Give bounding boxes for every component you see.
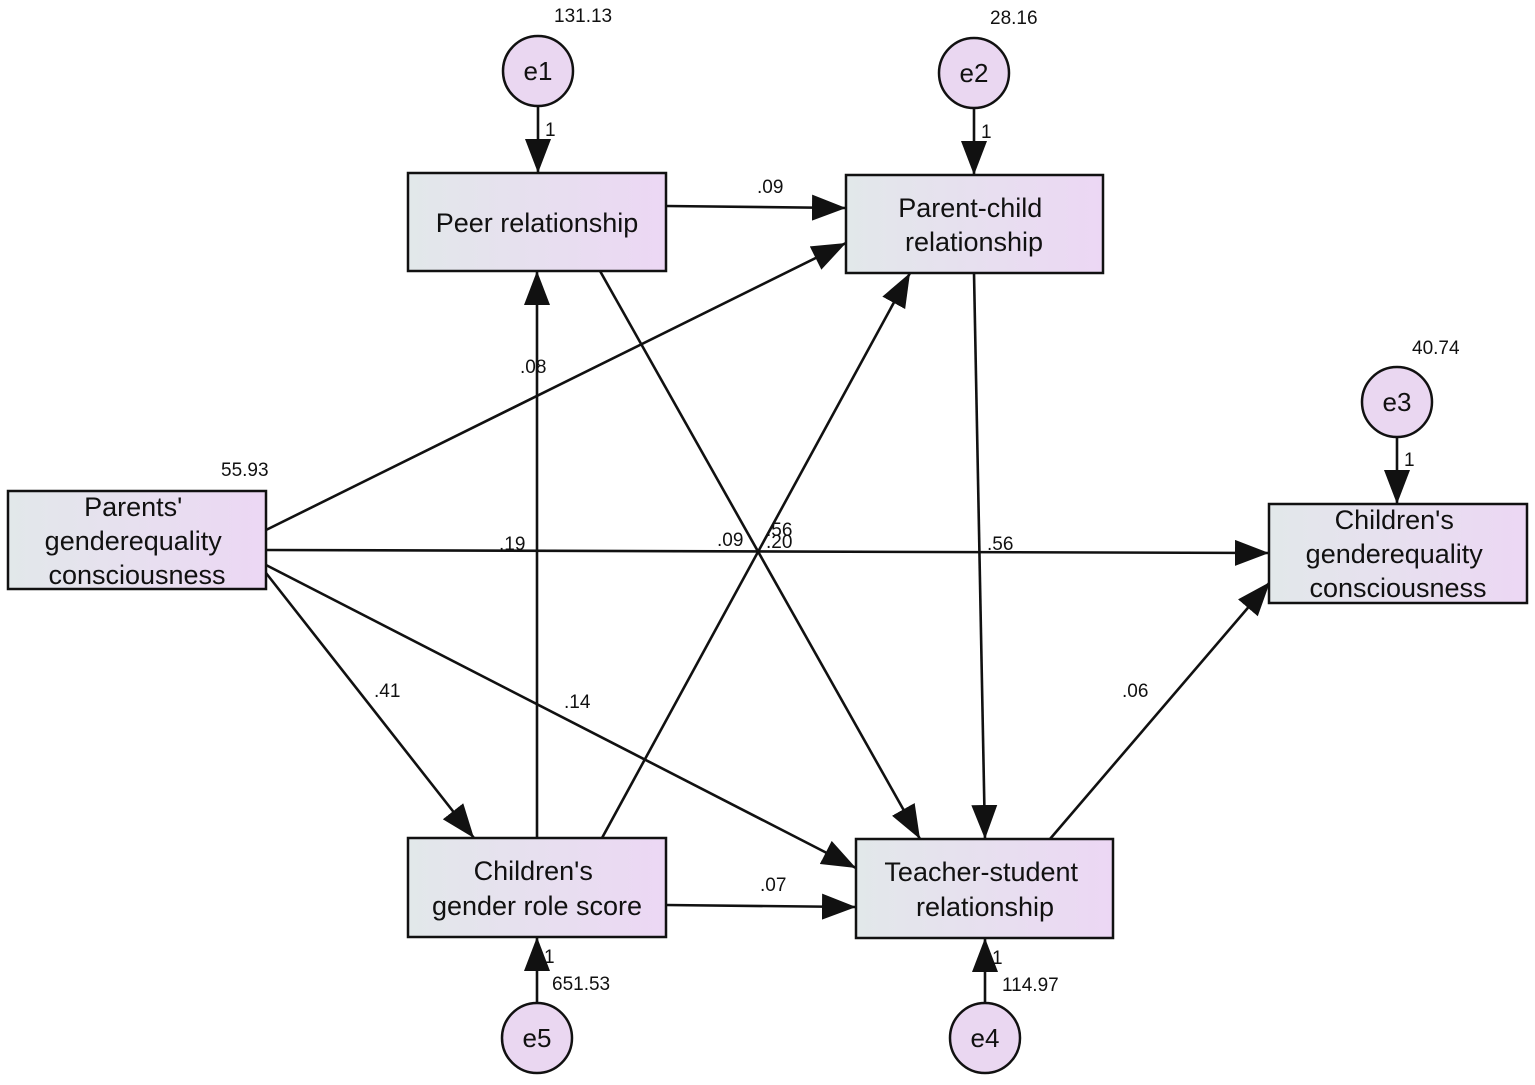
node-children-genderequality: Children's genderequality consciousness — [1267, 502, 1529, 605]
coef-parent-child-to-teacher-student: .56 — [987, 534, 1013, 555]
coef-teacher-student-to-children-geq: .06 — [1122, 681, 1148, 702]
variance-e2: 28.16 — [990, 8, 1038, 29]
node-parent-child-label: Parent-child relationship — [898, 193, 1050, 257]
node-parents-geq-label: Parents' genderequality consciousness — [45, 492, 230, 590]
error-weights: 1 1 1 1 1 — [544, 120, 1415, 969]
error-e2: e2 — [937, 36, 1011, 110]
path-parent-child-to-teacher-student — [971, 272, 998, 840]
node-gender-role-label: Children's gender role score — [432, 856, 642, 921]
path-parents-to-children-geq — [265, 539, 1270, 566]
coef-parents-to-teacher-student: .14 — [564, 692, 591, 713]
error-e5: e5 — [500, 1001, 574, 1075]
node-children-geq-label: Children's genderequality consciousness — [1306, 505, 1491, 603]
coef-gender-role-to-parent-child: .20 — [766, 532, 792, 553]
error-e4-label: e4 — [971, 1023, 1000, 1053]
coef-gender-role-to-peer: .08 — [520, 357, 546, 378]
coef-peer-to-teacher-student: .56 — [766, 520, 792, 541]
error-e1-label: e1 — [524, 56, 553, 86]
path-teacher-student-to-children-geq — [1049, 581, 1271, 840]
path-lines — [264, 106, 1410, 1003]
weight-e3: 1 — [1404, 450, 1415, 471]
path-peer-to-parent-child — [665, 194, 847, 221]
error-e1: e1 — [501, 34, 575, 108]
variance-labels: 131.13 28.16 40.74 114.97 651.53 55.93 — [221, 6, 1460, 996]
weight-e5: 1 — [544, 947, 555, 968]
path-parents-to-gender-role — [264, 572, 476, 839]
coef-parents-to-children-geq: .19 — [499, 534, 525, 555]
path-gender-role-to-teacher-student — [665, 893, 857, 920]
path-parents-to-parent-child — [265, 241, 847, 532]
coef-gender-role-to-teacher-student: .07 — [760, 875, 786, 896]
node-teacher-student-relationship: Teacher-student relationship — [854, 837, 1115, 940]
error-e3: e3 — [1360, 365, 1434, 439]
weight-e1: 1 — [545, 120, 556, 141]
node-parent-child-relationship: Parent-child relationship — [844, 173, 1105, 275]
variance-e3: 40.74 — [1412, 338, 1460, 359]
node-gender-role-score: Children's gender role score — [406, 836, 668, 939]
variance-e5: 651.53 — [552, 974, 610, 995]
variance-parents-geq: 55.93 — [221, 460, 269, 481]
error-e3-label: e3 — [1383, 387, 1412, 417]
error-e4: e4 — [948, 1001, 1022, 1075]
node-parents-genderequality: Parents' genderequality consciousness — [6, 489, 268, 591]
node-teacher-student-label: Teacher-student relationship — [884, 857, 1085, 922]
node-peer-label: Peer relationship — [436, 208, 639, 238]
variance-e1: 131.13 — [554, 6, 612, 27]
coef-parents-to-gender-role: .41 — [374, 681, 400, 702]
error-e2-label: e2 — [960, 58, 989, 88]
weight-e4: 1 — [992, 948, 1003, 969]
coef-parents-to-parent-child: .09 — [717, 530, 743, 551]
path-coefficients: .09 .08 .19 .09 .20 .56 .56 .41 .14 .06 … — [374, 177, 1148, 896]
variance-e4: 114.97 — [1002, 975, 1059, 996]
path-peer-to-teacher-student — [598, 270, 922, 840]
error-e5-label: e5 — [523, 1023, 552, 1053]
coef-peer-to-parent-child: .09 — [757, 177, 783, 198]
node-peer-relationship: Peer relationship — [406, 171, 668, 273]
path-parents-to-teacher-student — [265, 563, 857, 870]
weight-e2: 1 — [981, 122, 992, 143]
path-gender-role-to-parent-child — [600, 272, 912, 839]
